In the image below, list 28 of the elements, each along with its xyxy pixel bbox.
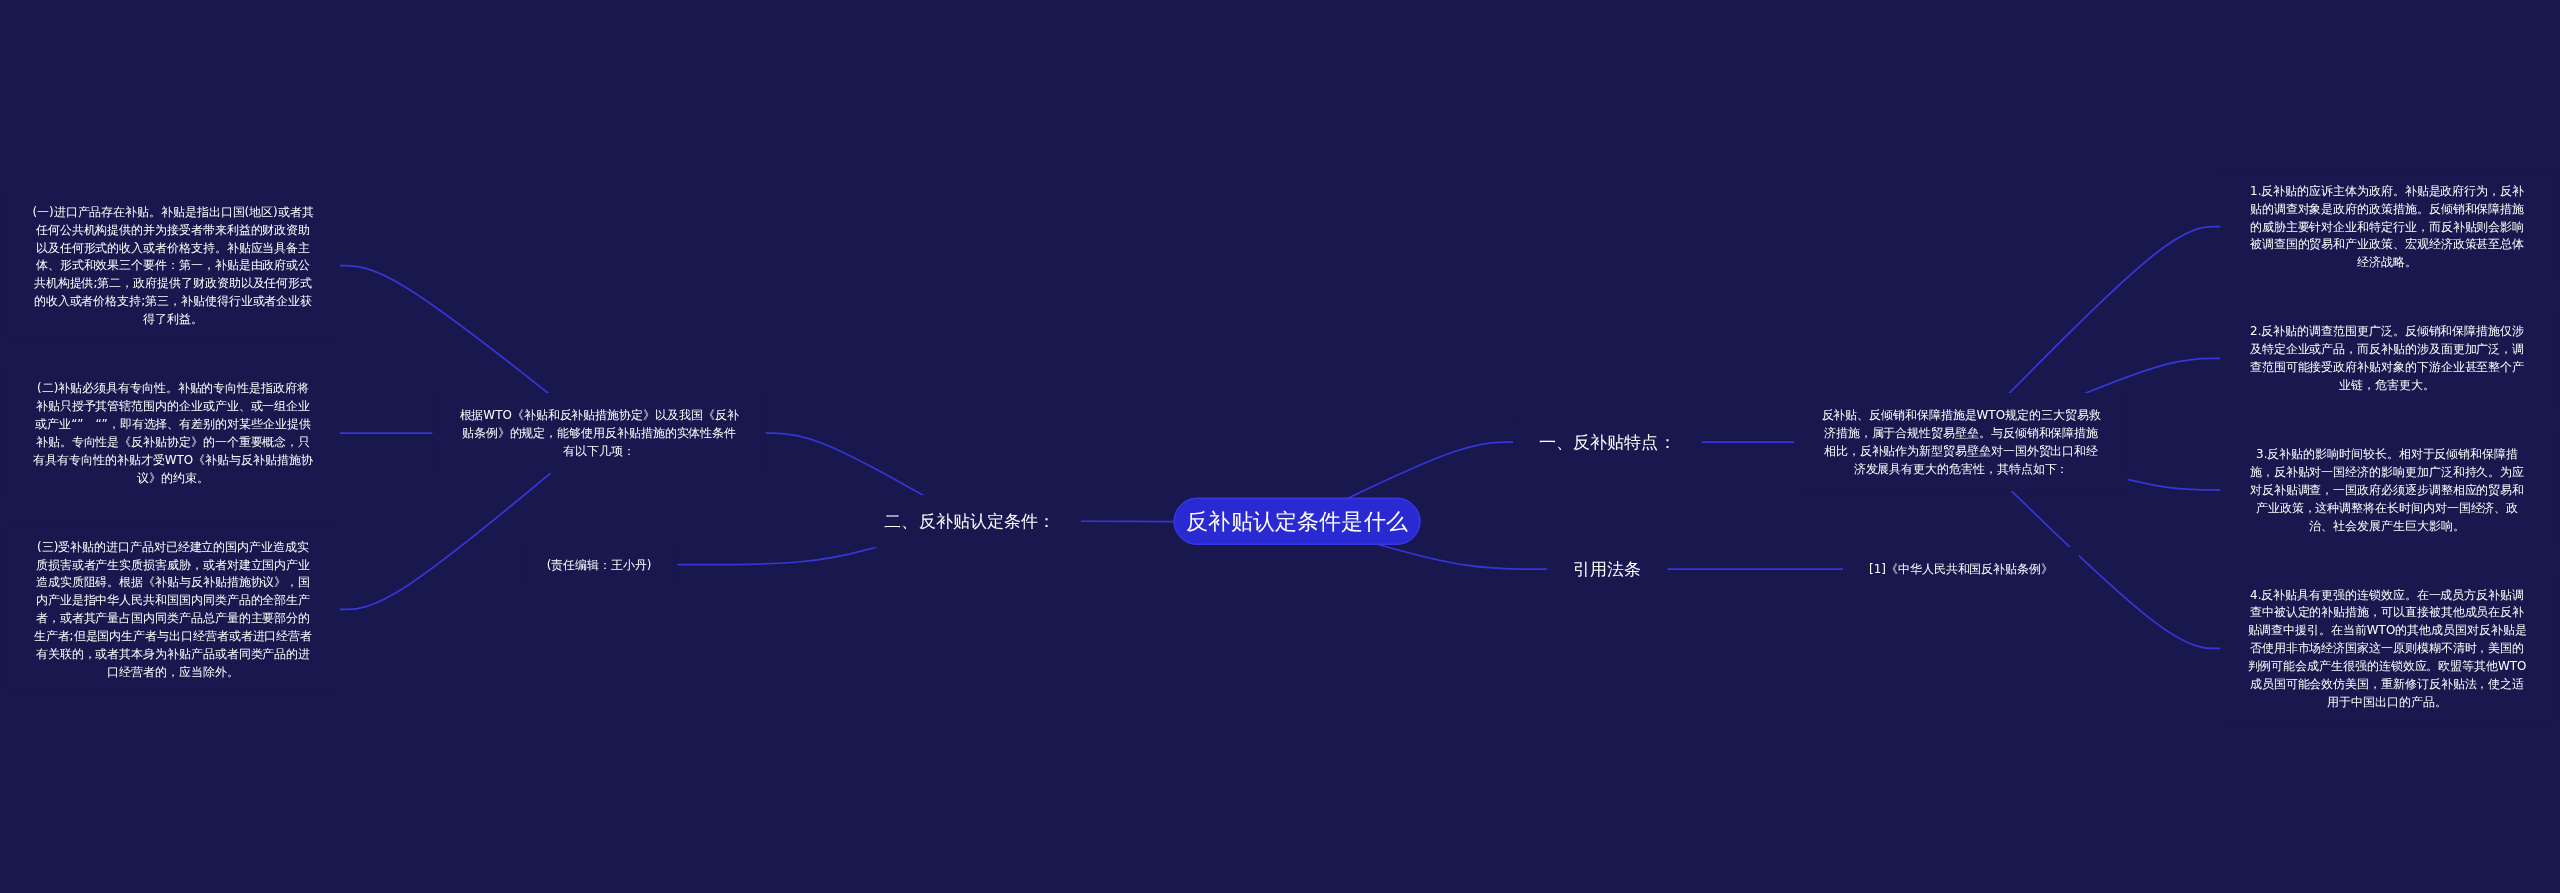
node-text: 引用法条 (1573, 558, 1642, 580)
node-text: 二、反补贴认定条件： (884, 511, 1055, 532)
node-text: 根据WTO《补贴和反补贴措施协定》以及我国《反补贴条例》的规定，能够使用反补贴措施的实体性条件有以下几项： (459, 407, 739, 458)
connector (1700, 441, 1796, 443)
node-text: (责任编辑：王小丹) (546, 557, 652, 572)
connector (2083, 357, 2222, 395)
connector (1345, 441, 1515, 500)
node-text: 2.反补贴的调查范围更广泛。反倾销和保障措施仅涉及特定企业或产品，而反补贴的涉及面更加广泛，调查范围可能接受政府补贴对象的下游企业甚至整个产业链，危害更大。 (2249, 324, 2525, 392)
node-text: 反补贴、反倾销和保障措施是WTO规定的三大贸易救济措施，属于合规性贸易壁垒。与反倾销和保障措施相比，反补贴作为新型贸易壁垒对一国外贸出口和经济发展具有更大的危害性，其特点如下： (1821, 407, 2101, 476)
connector (1378, 543, 1549, 571)
node-text: [1]《中华人民共和国反补贴条例》 (1869, 561, 2053, 576)
node-text: 1.反补贴的应诉主体为政府。补贴是政府行为，反补贴的调查对象是政府的政策措施。反倾销和保障措施的威胁主要针对企业和特定行业，而反补贴则会影响被调查国的贸易和产业政策、宏观经济政策甚至总体经济战略。 (2249, 183, 2525, 269)
connector (676, 546, 878, 566)
connector (338, 432, 434, 434)
connector (2126, 478, 2222, 491)
connector (338, 264, 550, 395)
connector (338, 471, 552, 611)
node-text: 4.反补贴具有更强的连锁效应。在一成员方反补贴调查中被认定的补贴措施，可以直接被其他成员在反补贴调查中援引。在当前WTO的其他成员国对反补贴是否使用非市场经济国家这一原则模糊不清时，美国的判例可能会成产生很强的连锁效应。欧盟等其他WTO成员国可能会效仿美国，重新修订反补贴法，使之适用于中国出口的产品。 (2247, 587, 2527, 709)
node-text: (三)受补贴的进口产品对已经建立的国内产业造成实质损害或者产生实质损害威胁，或者对建立国内产业造成实质阻碍。根据《补贴与反补贴措施协议》，国内产业是指中华人民共和国国内同类产品的全部生产者，或者其产量占国内同类产品总产量的主要部分的生产者;但是国内生产者与出口经营者或者进口经营者有关联的，或者其本身为补贴产品或者同类产品的进口经营者的，应当除外。 (33, 539, 313, 679)
connector (1079, 520, 1176, 523)
connector (1666, 568, 1845, 571)
connector (764, 432, 925, 497)
connector (2010, 489, 2222, 650)
node-text: (二)补贴必须具有专向性。补贴的专向性是指政府将补贴只授予其管辖范围内的企业或产业、或一组企业或产业“” “”，即有选择、有差别的对某些企业提供补贴。专向性是《反补贴协定》的一个重要概念，只有具有专向性的补贴才受WTO《补贴与反补贴措施协议》的约束。 (33, 381, 313, 485)
connector (2008, 225, 2222, 395)
node-text: 一、反补贴特点： (1539, 431, 1676, 453)
node-text: 3.反补贴的影响时间较长。相对于反倾销和保障措施，反补贴对一国经济的影响更加广泛和持久。为应对反补贴调查，一国政府必须逐步调整相应的贸易和产业政策，这种调整将在长时间内对一国经济、政治、社会发展产生巨大影响。 (2249, 446, 2525, 533)
node-text: (一)进口产品存在补贴。补贴是指出口国(地区)或者其任何公共机构提供的并为接受者带来利益的财政资助以及任何形式的收入或者价格支持。补贴应当具备主体、形式和效果三个要件：第一，补贴是由政府或公共机构提供;第二，政府提供了财政资助以及任何形式的收入或者价格支持;第三，补贴使得行业或者企业获得了利益。 (32, 204, 314, 326)
